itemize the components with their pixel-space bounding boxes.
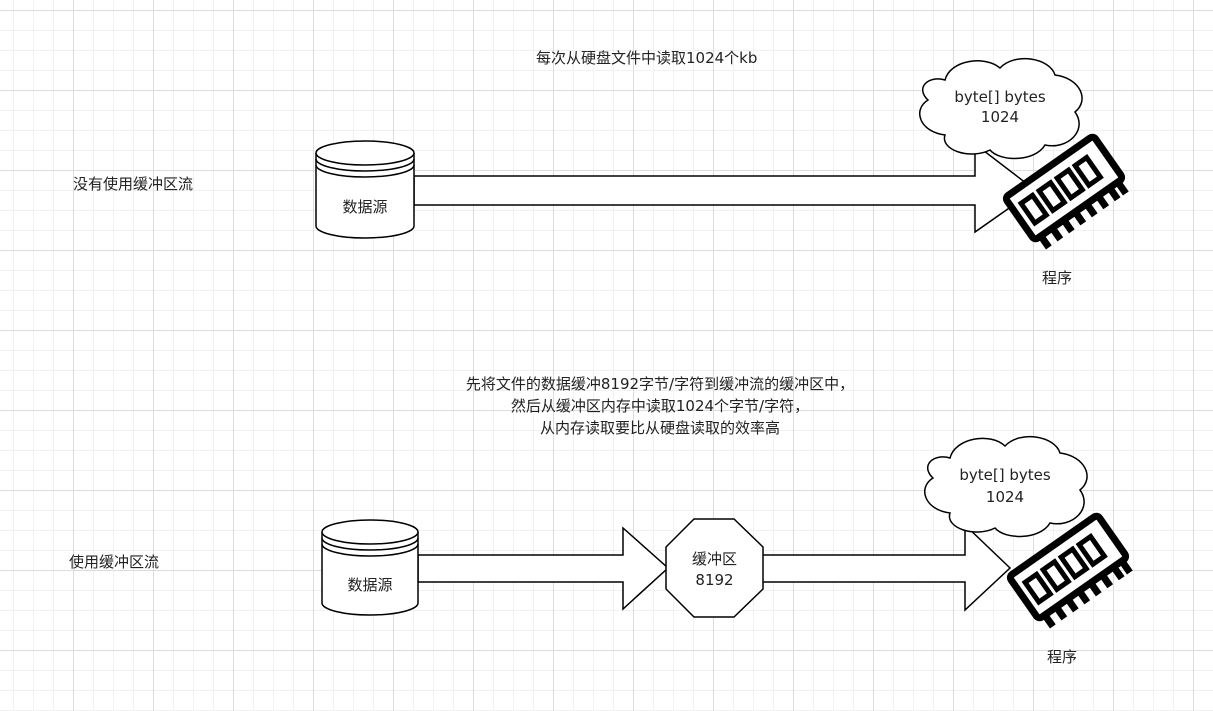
- arrow-source-to-buffer: [417, 526, 670, 611]
- section1-source-label: 数据源: [342, 198, 388, 216]
- section2-side-label: 使用缓冲区流: [69, 553, 160, 571]
- octagon-shape: [665, 518, 764, 618]
- section2-note-line3: 从内存读取要比从硬盘读取的效率高: [539, 419, 780, 437]
- section2-program-label: 程序: [1047, 648, 1078, 666]
- section1-cloud-line2: 1024: [980, 108, 1020, 126]
- database-icon: [321, 519, 419, 616]
- buffer-line1: 缓冲区: [691, 550, 737, 568]
- section1-program-label: 程序: [1042, 269, 1073, 287]
- arrow-source-to-program: [413, 142, 1037, 234]
- cloud-shape: [918, 57, 1083, 160]
- section1-side-label: 没有使用缓冲区流: [73, 175, 194, 193]
- database-icon: [315, 140, 415, 239]
- arrow-buffer-to-program: [761, 523, 1012, 612]
- section2-cloud-line2: 1024: [985, 488, 1025, 506]
- section2-note-line1: 先将文件的数据缓冲8192字节/字符到缓冲流的缓冲区中，: [465, 375, 855, 393]
- section2-note-line2: 然后从缓冲区内存中读取1024个字节/字符，: [510, 397, 810, 415]
- cloud-shape: [923, 435, 1088, 538]
- section2-source-label: 数据源: [347, 576, 393, 594]
- section1-note: 每次从硬盘文件中读取1024个kb: [536, 49, 758, 67]
- section2-cloud-line1: byte[] bytes: [959, 466, 1051, 484]
- section1-cloud-line1: byte[] bytes: [954, 88, 1046, 106]
- buffer-line2: 8192: [695, 571, 734, 589]
